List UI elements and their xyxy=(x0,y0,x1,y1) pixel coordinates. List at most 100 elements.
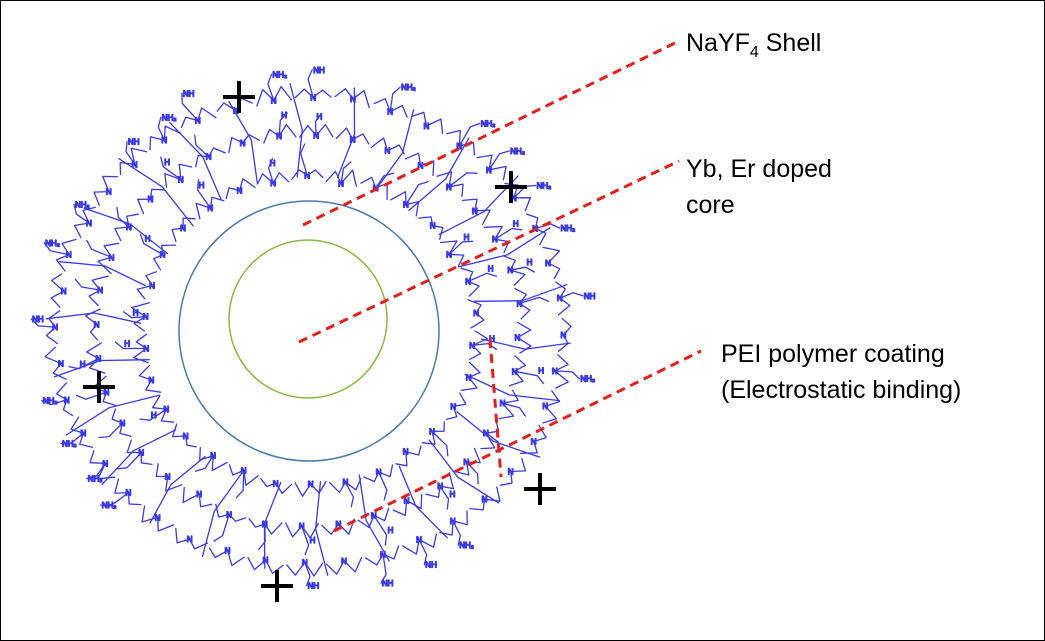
polymer-branch xyxy=(194,134,210,158)
polymer-atom-label: H xyxy=(310,536,316,545)
polymer-atom-label: N xyxy=(542,402,548,411)
polymer-atom-label: N xyxy=(403,448,409,457)
polymer-branch xyxy=(452,520,462,546)
pei-polymer-network: NHNNNNNNNNNNNNHNNHNHNNHNNHNNHNNNNNNHNHNN… xyxy=(30,65,596,591)
polymer-atom-label: N xyxy=(148,195,154,204)
polymer-atom-label: N xyxy=(196,490,202,499)
polymer-branch xyxy=(157,116,166,141)
polymer-chain xyxy=(171,423,197,448)
polymer-atom-label: NH₂ xyxy=(62,439,77,448)
polymer-atom-label: N xyxy=(149,376,155,385)
positive-charge-icon xyxy=(223,81,255,113)
polymer-branch xyxy=(160,156,182,181)
polymer-atom-label: N xyxy=(263,556,269,565)
polymer-atom-label: NH xyxy=(308,582,320,591)
positive-charges xyxy=(83,81,556,602)
polymer-branch xyxy=(116,451,143,470)
polymer-atom-label: H xyxy=(464,233,470,242)
polymer-branch xyxy=(304,561,311,587)
polymer-atom-label: NH₂ xyxy=(510,147,525,156)
polymer-chain xyxy=(460,361,481,391)
polymer-branch xyxy=(534,223,561,230)
polymer-link xyxy=(473,284,568,302)
polymer-link xyxy=(358,474,390,562)
polymer-branch xyxy=(458,122,481,147)
polymer-atom-label: H xyxy=(450,490,456,499)
polymer-link xyxy=(408,137,470,212)
polymer-branch xyxy=(373,514,388,546)
polymer-chain xyxy=(136,271,158,300)
polymer-link xyxy=(480,338,571,350)
positive-charge-icon xyxy=(495,171,527,203)
polymer-atom-label: N xyxy=(341,557,347,566)
polymer-branch xyxy=(471,342,497,350)
polymer-branch xyxy=(60,432,85,445)
polymer-chain xyxy=(467,299,485,329)
polymer-link xyxy=(289,82,303,178)
polymer-chain xyxy=(208,547,245,567)
polymer-branch xyxy=(448,172,478,188)
polymer-atom-label: H xyxy=(270,159,276,168)
polymer-branch xyxy=(86,462,107,480)
polymer-atom-label: N xyxy=(155,513,161,522)
polymer-chain xyxy=(141,505,175,532)
polymer-branch xyxy=(116,206,130,228)
polymer-atom-label: H xyxy=(488,264,494,273)
polymer-chain xyxy=(395,445,422,467)
polymer-link xyxy=(83,207,169,255)
polymer-atom-label: H xyxy=(281,111,287,120)
polymer-atom-label: N xyxy=(545,259,551,268)
core-label-line1: Yb, Er doped xyxy=(686,155,832,183)
polymer-branch xyxy=(30,318,56,328)
polymer-chain xyxy=(93,175,118,206)
polymer-branch xyxy=(301,525,310,556)
polymer-link xyxy=(45,312,142,324)
polymer-chain xyxy=(137,188,165,215)
positive-charge-icon xyxy=(261,570,293,602)
polymer-atom-label: NH xyxy=(183,90,195,99)
polymer-atom-label: N xyxy=(233,107,239,116)
polymer-atom-label: N xyxy=(273,480,279,489)
shell-label-rest: Shell xyxy=(759,29,822,57)
shell-label-main: NaYF xyxy=(686,29,750,57)
polymer-atom-label: N xyxy=(187,535,193,544)
polymer-link xyxy=(398,465,448,539)
polymer-branch xyxy=(100,492,130,507)
polymer-branch xyxy=(73,203,90,224)
polymer-link xyxy=(53,359,150,378)
polymer-atom-label: N xyxy=(308,480,314,489)
polymer-chain xyxy=(216,97,253,112)
polymer-chain xyxy=(334,88,370,109)
polymer-atom-label: NH₂ xyxy=(88,475,103,484)
polymer-branch xyxy=(389,86,401,113)
pei-leader-line-2 xyxy=(488,338,503,478)
core-label-line2: core xyxy=(686,191,735,219)
polymer-atom-label: N xyxy=(450,402,456,411)
polymer-chain xyxy=(558,317,572,352)
polymer-atom-label: H xyxy=(124,340,130,349)
polymer-branch xyxy=(344,481,355,508)
polymer-atom-label: NH₂ xyxy=(459,541,474,550)
polymer-chain xyxy=(225,178,256,200)
polymer-chain xyxy=(228,134,261,154)
polymer-atom-label: N xyxy=(472,207,478,216)
polymer-atom-label: NH₂ xyxy=(43,397,58,406)
polymer-branch xyxy=(213,513,230,542)
polymer-atom-label: N xyxy=(183,432,189,441)
polymer-atom-label: NH₂ xyxy=(75,201,90,210)
polymer-atom-label: N xyxy=(225,547,231,556)
polymer-atom-label: N xyxy=(561,331,567,340)
polymer-atom-label: N xyxy=(94,320,100,329)
polymer-chain xyxy=(175,527,209,550)
polymer-atom-label: N xyxy=(404,497,410,506)
polymer-atom-label: N xyxy=(418,161,424,170)
polymer-atom-label: H xyxy=(538,367,544,376)
polymer-branch xyxy=(299,143,308,177)
polymer-atom-label: N xyxy=(424,122,430,131)
shell-leader-line xyxy=(302,39,680,227)
polymer-branch xyxy=(448,240,474,255)
polymer-chain xyxy=(50,273,65,308)
polymer-branch xyxy=(98,422,124,439)
polymer-branch xyxy=(235,469,245,499)
